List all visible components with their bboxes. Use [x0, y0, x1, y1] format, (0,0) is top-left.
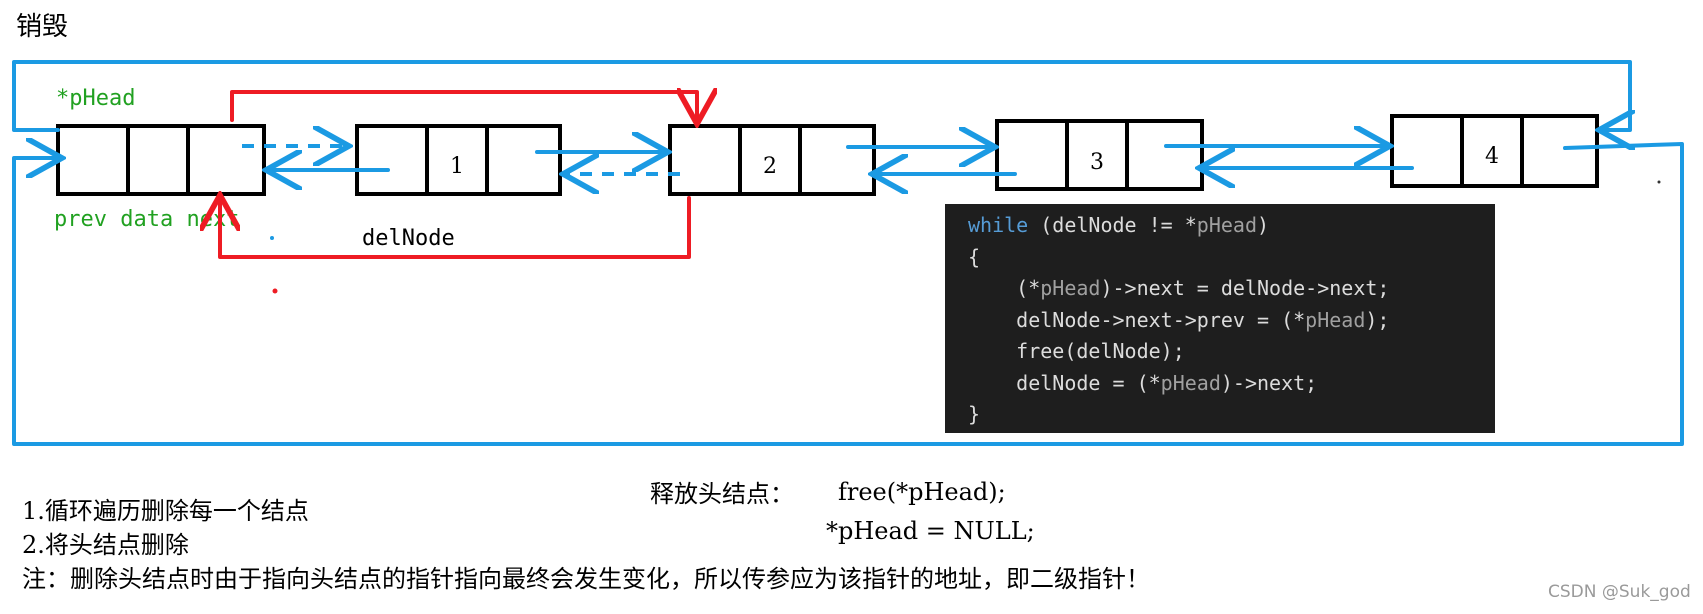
watermark: CSDN @Suk_god: [1548, 582, 1691, 602]
release-code-null: *pHead = NULL;: [826, 517, 1035, 545]
delnode-label: delNode: [362, 226, 455, 251]
note-line-3: 注：删除头结点时由于指向头结点的指针指向最终会发生变化，所以传参应为该指针的地址…: [22, 565, 1150, 593]
tail-next-to-head-arrow: [12, 144, 1684, 446]
code-panel: while (delNode != *pHead) { (*pHead)->ne…: [945, 204, 1495, 433]
node-1-data: 1: [450, 154, 464, 179]
head-node: [56, 124, 266, 196]
node-4: 4: [1390, 114, 1599, 188]
head-prev-to-tail-arrow: [12, 60, 1630, 130]
release-code-free: free(*pHead);: [838, 478, 1006, 506]
phead-label: *pHead: [56, 86, 135, 111]
node-3-data: 3: [1090, 150, 1104, 175]
note-line-1: 1.循环遍历删除每一个结点: [22, 497, 309, 525]
stray-dot: [270, 236, 274, 240]
note-line-2: 2.将头结点删除: [22, 531, 189, 559]
linked-list-diagram: 1 2 3 4 *pHead prev data next delNode: [12, 60, 1684, 446]
node-1: 1: [355, 124, 562, 196]
release-head-label: 释放头结点：: [650, 480, 794, 508]
node-4-data: 4: [1485, 144, 1499, 169]
node-3: 3: [995, 119, 1204, 191]
head-next-to-node2-arrow: [230, 92, 697, 120]
stray-dot: [272, 288, 278, 294]
field-labels: prev data next: [54, 207, 239, 232]
node-2-data: 2: [763, 154, 777, 179]
diagram-title: 销毁: [16, 12, 69, 42]
stray-dot: [1657, 180, 1661, 184]
node-2: 2: [668, 124, 876, 196]
node2-prev-to-head-arrow: [220, 198, 691, 259]
notes: 1.循环遍历删除每一个结点 2.将头结点删除 注：删除头结点时由于指向头结点的指…: [22, 494, 1150, 596]
